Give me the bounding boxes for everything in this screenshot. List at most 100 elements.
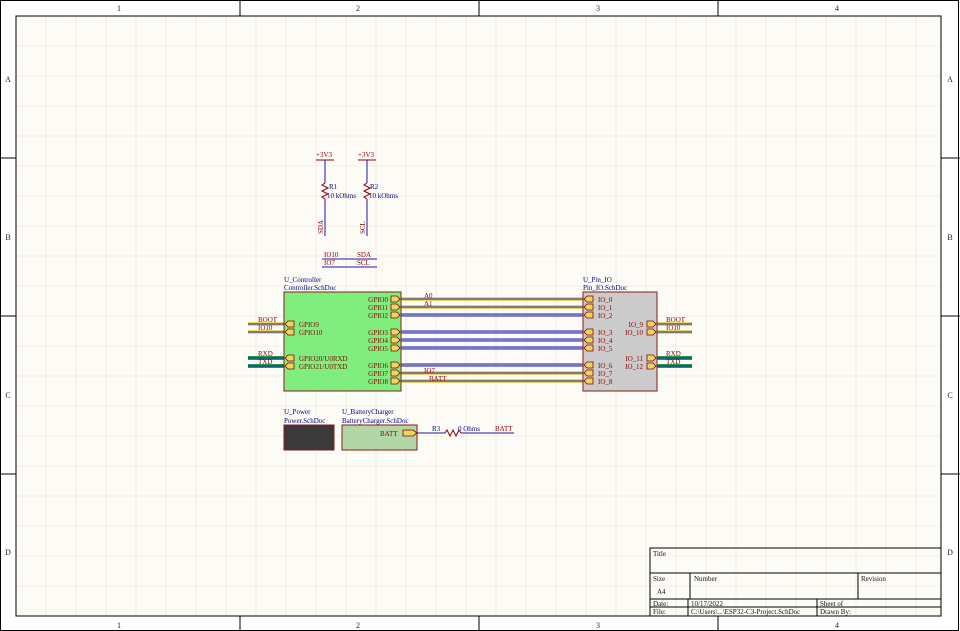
zone-col-label-bottom: 1 xyxy=(117,621,121,630)
sheet-entry[interactable] xyxy=(583,328,594,336)
zone-row-label-left: C xyxy=(5,391,10,400)
sheet-entry-label: IO_12 xyxy=(625,363,643,371)
sheet-filename: Controller.SchDoc xyxy=(284,284,336,292)
sheet-entry[interactable] xyxy=(583,336,594,344)
zone-col-label-top: 3 xyxy=(596,4,600,13)
resistor-ref: R3 xyxy=(432,425,441,433)
pullup-r1[interactable]: +3V3 R1 10 kOhms SDA xyxy=(316,151,356,236)
sheet-entry-label: IO_2 xyxy=(598,312,613,320)
sheet-entry[interactable] xyxy=(284,362,295,370)
sheet-symbol-power[interactable]: U_Power Power.SchDoc xyxy=(283,408,335,451)
zone-col-label-top: 4 xyxy=(835,4,839,13)
sheet-entry[interactable] xyxy=(583,369,594,377)
sheet-entry[interactable] xyxy=(390,361,401,369)
sheet-entry-label: GPIO6 xyxy=(368,362,388,370)
sheet-entry-label: GPIO21/U0TXD xyxy=(299,363,347,371)
sheet-entry-label: GPIO7 xyxy=(368,370,388,378)
net-label-batt: BATT xyxy=(429,375,447,383)
sheet-symbol-battery-charger[interactable]: U_BatteryCharger BatteryCharger.SchDoc B… xyxy=(341,408,418,451)
sheet-entry[interactable] xyxy=(583,344,594,352)
sheet-entry[interactable] xyxy=(646,362,657,370)
zone-col-label-bottom: 2 xyxy=(356,621,360,630)
power-port-label: +3V3 xyxy=(316,151,333,159)
sheet-entry xyxy=(402,429,418,437)
sheet-entry[interactable] xyxy=(390,295,401,303)
sheet-entry-label: GPIO1 xyxy=(368,304,388,312)
sheet-filename: Pin_IO.SchDoc xyxy=(583,284,627,292)
sheet-entry[interactable] xyxy=(583,361,594,369)
sheet-entry[interactable] xyxy=(390,344,401,352)
net-label-io10: IO10 xyxy=(666,324,681,332)
sheet-symbol-pin-io[interactable]: U_Pin_IO Pin_IO.SchDoc IO_0IO_1IO_2IO_3I… xyxy=(582,276,658,392)
sheet-body xyxy=(283,291,402,392)
sheet-body xyxy=(582,291,658,392)
sheet-entry[interactable] xyxy=(583,311,594,319)
sheet-entry[interactable] xyxy=(583,295,594,303)
zone-col-label-bottom: 4 xyxy=(835,621,839,630)
sheet-entry-label: GPIO5 xyxy=(368,345,388,353)
sheet-designator: U_Pin_IO xyxy=(583,276,612,284)
resistor-r3[interactable]: R3 0 Ohms BATT xyxy=(417,425,514,438)
sheet-entry[interactable] xyxy=(390,377,401,385)
sheet-entry[interactable] xyxy=(390,311,401,319)
zone-col-label-top: 2 xyxy=(356,4,360,13)
net-label: IO7 xyxy=(324,259,335,267)
resistor-symbol xyxy=(320,182,330,200)
zone-row-label-left: A xyxy=(5,75,11,84)
net-label-scl: SCL xyxy=(359,221,367,234)
resistor-symbol xyxy=(444,428,462,438)
net-label-rxd: RXD xyxy=(258,350,273,358)
title-label: Title xyxy=(653,550,666,558)
sheet-entry-label: GPIO0 xyxy=(368,296,388,304)
sheet-entry[interactable] xyxy=(583,303,594,311)
sheet-entry-label: IO_10 xyxy=(625,329,643,337)
sheet-entry-label: IO_5 xyxy=(598,345,613,353)
sheet-entry[interactable] xyxy=(646,320,657,328)
sheet-designator: U_BatteryCharger xyxy=(342,408,394,416)
sheet-symbol-controller[interactable]: U_Controller Controller.SchDoc GPIO9GPIO… xyxy=(283,276,402,392)
sheet-body xyxy=(341,424,418,451)
sheet-entry-label: IO_0 xyxy=(598,296,613,304)
sheet-entry[interactable] xyxy=(284,320,295,328)
title-block xyxy=(649,547,942,617)
grid xyxy=(16,16,941,616)
sheet-entry-label: GPIO4 xyxy=(368,337,388,345)
sheet-entry-label: GPIO10 xyxy=(299,329,323,337)
size-label: Size xyxy=(653,575,665,583)
net-label-batt: BATT xyxy=(495,425,513,433)
zone-col-label-top: 1 xyxy=(117,4,121,13)
sheet-entry[interactable] xyxy=(284,328,295,336)
sheet-entry[interactable] xyxy=(646,328,657,336)
sheet-entry-label: GPIO3 xyxy=(368,329,388,337)
zone-row-label-right: C xyxy=(947,391,952,400)
sheet-entry[interactable] xyxy=(284,354,295,362)
size-value: A4 xyxy=(657,588,666,596)
sheet-entry-label: BATT xyxy=(380,430,398,438)
sheet-entry[interactable] xyxy=(646,354,657,362)
sheet-entry-label: GPIO8 xyxy=(368,378,388,386)
net-label-sda: SDA xyxy=(317,220,325,234)
title-block-text: Title Size A4 Number Revision Date: 10/1… xyxy=(653,550,886,616)
sheet-entry[interactable] xyxy=(390,369,401,377)
sheet-entry[interactable] xyxy=(583,377,594,385)
zone-row-label-right: D xyxy=(947,548,953,557)
sheet-entry[interactable] xyxy=(390,303,401,311)
net-label: IO10 xyxy=(324,251,339,259)
sheet-entries-right: GPIO0GPIO1GPIO2GPIO3GPIO4GPIO5GPIO6GPIO7… xyxy=(368,295,401,386)
net-label-boot: BOOT xyxy=(666,316,686,324)
net-label-io10: IO10 xyxy=(258,324,273,332)
pullup-r2[interactable]: +3V3 R2 10 kOhms SCL xyxy=(358,151,398,236)
resistor-ref: R2 xyxy=(370,183,379,191)
zone-row-label-right: A xyxy=(947,75,953,84)
sheet-entry[interactable] xyxy=(390,336,401,344)
resistor-value: 10 kOhms xyxy=(369,192,398,200)
sheet-entry-label: GPIO2 xyxy=(368,312,388,320)
sheet-entry-label: IO_4 xyxy=(598,337,613,345)
bus-net-labels: A0 A1 IO7 BATT xyxy=(424,292,447,383)
sheet-designator: U_Controller xyxy=(284,276,322,284)
net-label: SCL xyxy=(357,259,370,267)
revision-label: Revision xyxy=(861,575,886,583)
sheet-entry[interactable] xyxy=(390,328,401,336)
sheet-body xyxy=(283,424,335,451)
